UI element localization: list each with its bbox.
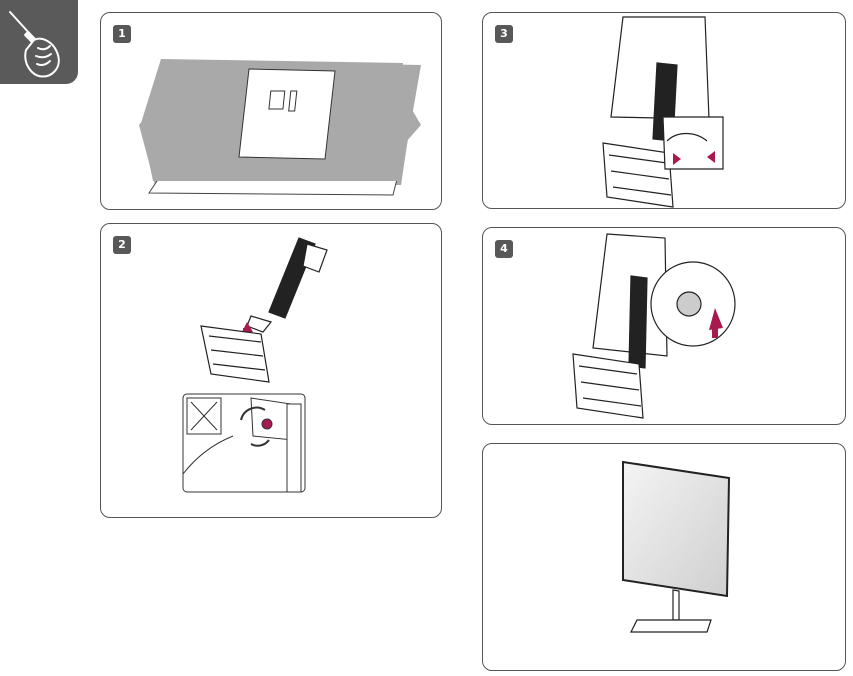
step-1-illustration	[139, 59, 421, 196]
step-3-panel: 3	[482, 12, 846, 209]
step-4-panel: 4	[482, 227, 846, 425]
step-number-badge: 4	[495, 240, 513, 258]
step-1-panel: 1	[100, 12, 442, 210]
step-2-panel: 2	[100, 223, 442, 518]
step-3-illustration	[602, 16, 724, 208]
step-number-badge: 3	[495, 25, 513, 43]
step-number-badge: 2	[113, 236, 131, 254]
screwdriver-hand-icon	[0, 0, 78, 84]
step-4-illustration	[572, 233, 736, 419]
final-result-panel	[482, 443, 846, 671]
step-2-illustration	[182, 237, 328, 493]
step-number-badge: 1	[113, 25, 131, 43]
assembled-monitor-illustration	[622, 460, 731, 633]
